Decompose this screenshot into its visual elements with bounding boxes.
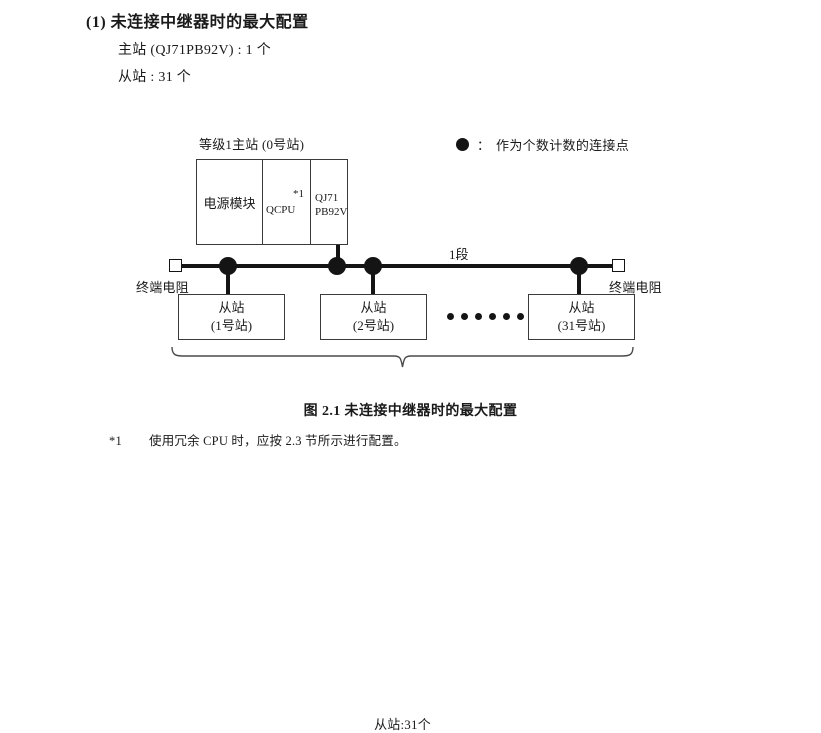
footnote-text: 使用冗余 CPU 时，应按 2.3 节所示进行配置。 [149,434,407,448]
slave-station-name: 从站 [568,300,595,316]
terminating-resistor-left-label: 终端电阻 [136,280,189,295]
legend: ： 作为个数计数的连接点 [456,135,629,154]
slave1-drop-line [226,266,230,294]
ellipsis-dot [503,313,510,320]
network-module-label-line2: PB92V [315,206,348,219]
terminating-resistor-left-icon [169,259,182,272]
slave-station-number: (31号站) [557,318,606,333]
connection-point-dot-master [328,257,346,275]
terminating-resistor-right-icon [612,259,625,272]
slave-station-number: (1号站) [210,318,253,333]
ellipsis-dots [447,313,524,320]
legend-label: 作为个数计数的连接点 [496,138,630,153]
ellipsis-dot [461,313,468,320]
power-supply-module-cell: 电源模块 [197,160,263,244]
power-supply-module-label: 电源模块 [203,195,256,211]
section-title: 未连接中继器时的最大配置 [110,14,309,31]
slave-group-brace-icon [171,346,634,368]
ellipsis-dot [447,313,454,320]
figure-caption: 图 2.1 未连接中继器时的最大配置 [303,404,518,419]
slave-station-box: 从站 (31号站) [528,294,635,340]
section-heading: (1) 未连接中继器时的最大配置 [86,8,309,32]
slave2-drop-line [371,266,375,294]
slave-station-name: 从站 [218,300,245,316]
network-module-cell: QJ71 PB92V [311,160,347,244]
segment-label: 1段 [449,247,469,262]
master-drop-line [336,245,340,267]
filled-circle-icon [456,138,469,151]
cpu-footnote-marker: *1 [293,188,304,200]
network-module-label-line1: QJ71 [315,192,339,204]
network-configuration-diagram: ： 作为个数计数的连接点 等级1主站 (0号站) 电源模块 *1 QCPU QJ… [136,135,662,732]
slave-station-name: 从站 [360,300,387,316]
footnote-marker: *1 [109,434,122,448]
ellipsis-dot [489,313,496,320]
ellipsis-dot [517,313,524,320]
master-station-label: 等级1主站 (0号站) [199,137,305,152]
slave-count-line: 从站 : 31 个 [118,70,192,85]
legend-colon: ： [477,138,491,153]
section-number: (1) [86,14,107,31]
master-count-line: 主站 (QJ71PB92V) : 1 个 [118,43,272,58]
slave-station-box: 从站 (2号站) [320,294,427,340]
terminating-resistor-right-label: 终端电阻 [609,280,662,295]
slave-group-caption: 从站:31个 [374,717,431,732]
slave31-drop-line [577,266,581,294]
footnote: *1 使用冗余 CPU 时，应按 2.3 节所示进行配置。 [109,430,407,449]
bus-trunk-line [180,264,616,268]
ellipsis-dot [475,313,482,320]
cpu-module-cell: *1 QCPU [263,160,311,244]
cpu-module-label: QCPU [266,204,296,216]
slave-station-number: (2号站) [352,318,395,333]
slave-station-box: 从站 (1号站) [178,294,285,340]
master-module-assembly: 电源模块 *1 QCPU QJ71 PB92V [196,159,348,245]
